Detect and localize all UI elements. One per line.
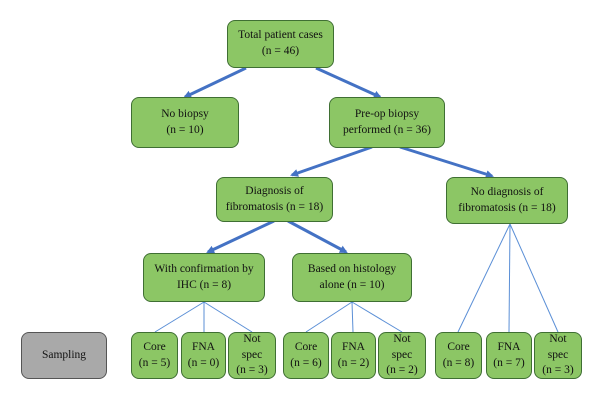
node-text-line: Core — [294, 340, 318, 353]
node-count: (n = 8) — [442, 356, 475, 369]
arrow-total-to-no-biopsy — [183, 66, 247, 99]
node-text-line: No diagnosis of — [470, 185, 544, 198]
node-count: (n = 7) — [493, 356, 525, 369]
node-text-line: IHC (n = 8) — [176, 278, 232, 291]
node-hist-core: Core (n = 6) — [283, 332, 329, 379]
node-text-line: alone (n = 10) — [319, 278, 385, 291]
node-diagnosis-of-fibromatosis: Diagnosis of fibromatosis (n = 18) — [216, 177, 333, 222]
node-hist-not-spec: Not spec (n = 2) — [378, 332, 426, 379]
node-text-line: spec — [547, 348, 569, 361]
node-count: (n = 0) — [187, 356, 220, 369]
node-preop-biopsy-performed: Pre-op biopsy performed (n = 36) — [329, 97, 445, 148]
node-based-on-histology-alone: Based on histology alone (n = 10) — [292, 253, 412, 302]
node-text-line: Pre-op biopsy — [354, 107, 420, 120]
node-with-confirmation-by-ihc: With confirmation by IHC (n = 8) — [143, 253, 265, 302]
node-count: (n = 5) — [138, 356, 171, 369]
arrow-total-to-preop — [315, 66, 382, 99]
line-nodiag-notspec — [509, 223, 559, 333]
node-text-line: spec — [241, 348, 263, 361]
node-text-line: Not — [393, 333, 411, 346]
arrow-preop-to-no-diagnosis — [399, 145, 494, 179]
node-text-line: spec — [391, 348, 413, 361]
line-nodiag-fna — [508, 223, 511, 333]
node-text-line: Core — [143, 340, 166, 353]
node-count: (n = 3) — [236, 364, 268, 377]
node-count: (n = 2) — [386, 364, 418, 377]
node-text-line: Based on histology — [307, 262, 397, 275]
line-hist-fna — [351, 301, 354, 333]
node-text-line: fibromatosis (n = 18) — [225, 200, 324, 213]
node-nodiag-fna: FNA (n = 7) — [486, 332, 532, 379]
line-ihc-notspec — [203, 301, 253, 333]
node-no-diagnosis-of-fibromatosis: No diagnosis of fibromatosis (n = 18) — [446, 177, 568, 224]
node-ihc-core: Core (n = 5) — [131, 332, 178, 379]
node-ihc-not-spec: Not spec (n = 3) — [228, 332, 276, 379]
node-text-line: FNA — [191, 340, 215, 353]
node-text-line: Not — [549, 333, 567, 346]
node-nodiag-not-spec: Not spec (n = 3) — [534, 332, 582, 379]
line-hist-core — [305, 301, 353, 333]
node-text-line: fibromatosis (n = 18) — [458, 201, 556, 214]
node-count: (n = 3) — [542, 364, 574, 377]
line-nodiag-core — [457, 223, 511, 333]
arrow-diagnosis-to-ihc — [206, 219, 275, 254]
node-total-patient-cases: Total patient cases (n = 46) — [227, 20, 334, 68]
node-hist-fna: FNA (n = 2) — [331, 332, 376, 379]
line-hist-notspec — [351, 301, 403, 333]
node-text-line: Diagnosis of — [245, 184, 304, 197]
node-text-line: Sampling — [41, 348, 87, 361]
node-text-line: Total patient cases — [238, 29, 323, 42]
arrow-diagnosis-to-histology — [287, 219, 348, 254]
node-count: (n = 2) — [337, 356, 370, 369]
node-text-line: FNA — [497, 340, 521, 353]
node-count: (n = 46) — [261, 45, 300, 57]
node-text-line: Core — [447, 340, 470, 353]
line-ihc-core — [154, 301, 205, 333]
node-text-line: performed (n = 36) — [343, 123, 431, 136]
arrow-preop-to-diagnosis — [290, 145, 373, 177]
node-count: (n = 10) — [166, 123, 204, 136]
node-no-biopsy: No biopsy (n = 10) — [131, 97, 239, 148]
node-text-line: FNA — [341, 340, 365, 353]
node-text-line: No biopsy — [161, 107, 209, 120]
node-text-line: With confirmation by — [154, 262, 254, 275]
node-nodiag-core: Core (n = 8) — [435, 332, 482, 379]
node-text-line: Not — [243, 333, 261, 346]
node-sampling-label: Sampling — [21, 332, 107, 379]
node-ihc-fna: FNA (n = 0) — [181, 332, 226, 379]
node-count: (n = 6) — [290, 356, 322, 369]
